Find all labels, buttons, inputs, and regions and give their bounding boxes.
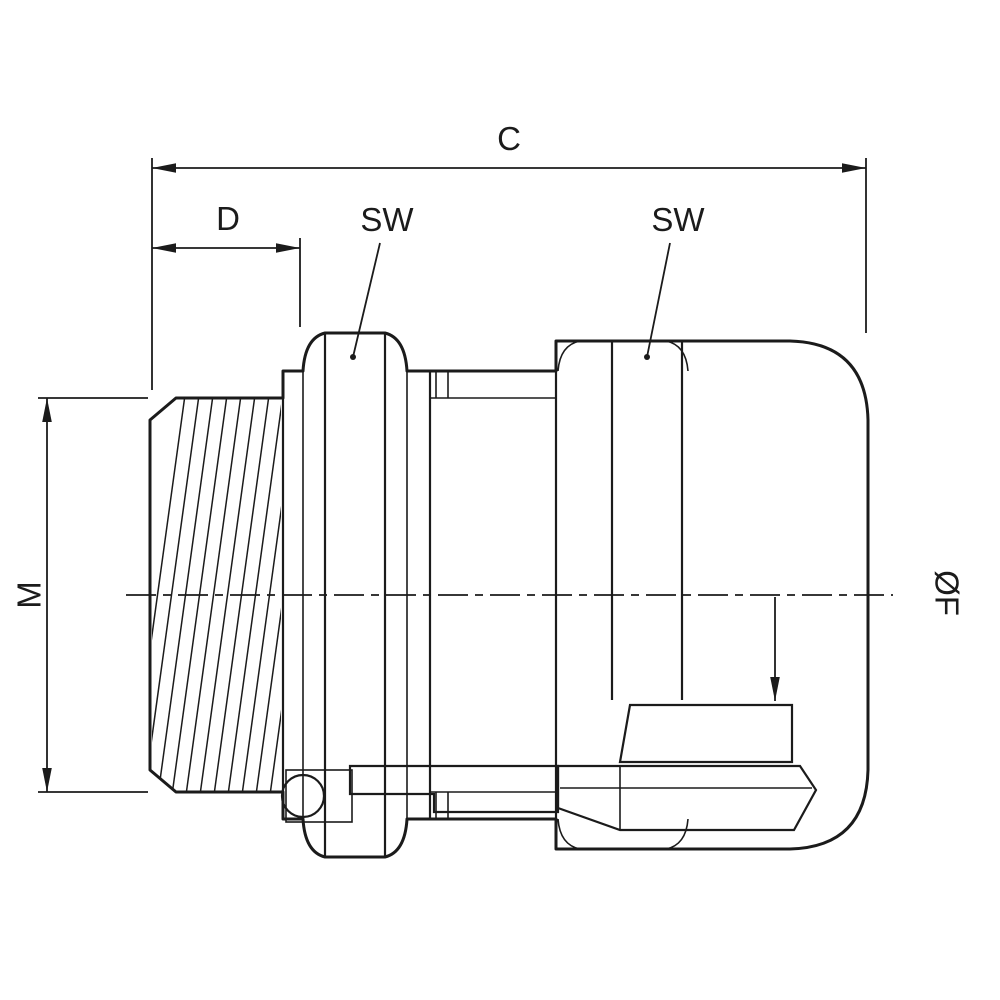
dimension-sw-left: SW: [350, 201, 414, 360]
dimension-c: C: [152, 120, 866, 173]
dim-label-m: M: [11, 581, 48, 609]
dimensions: C D SW SW M ØF: [11, 120, 966, 793]
dim-label-f: ØF: [929, 570, 966, 616]
leader-dot-right: [644, 354, 650, 360]
internal-section: [280, 703, 818, 832]
dim-label-sw-left: SW: [360, 201, 414, 238]
dimension-sw-right: SW: [644, 201, 705, 360]
seal-insert: [618, 703, 794, 764]
dimension-m: M: [11, 398, 52, 792]
dim-label-c: C: [497, 120, 521, 157]
leader-sw-left: [352, 242, 381, 358]
o-ring: [280, 773, 326, 819]
leader-dot-left: [350, 354, 356, 360]
hex2-chamfer-arc-tr: [665, 340, 689, 372]
dimension-d: D: [152, 200, 300, 253]
oring-groove: [285, 769, 353, 823]
dim-label-sw-right: SW: [651, 201, 705, 238]
leader-sw-right: [646, 242, 671, 358]
lamella-cage: [556, 764, 818, 832]
hex2-chamfer-arc-br: [665, 818, 689, 850]
hex2-chamfer-arc-bl: [557, 818, 581, 850]
gland-body: [126, 331, 893, 859]
hex2-chamfer-arc-tl: [557, 340, 581, 372]
dimension-f: ØF: [770, 570, 966, 701]
dim-label-d: D: [216, 200, 240, 237]
